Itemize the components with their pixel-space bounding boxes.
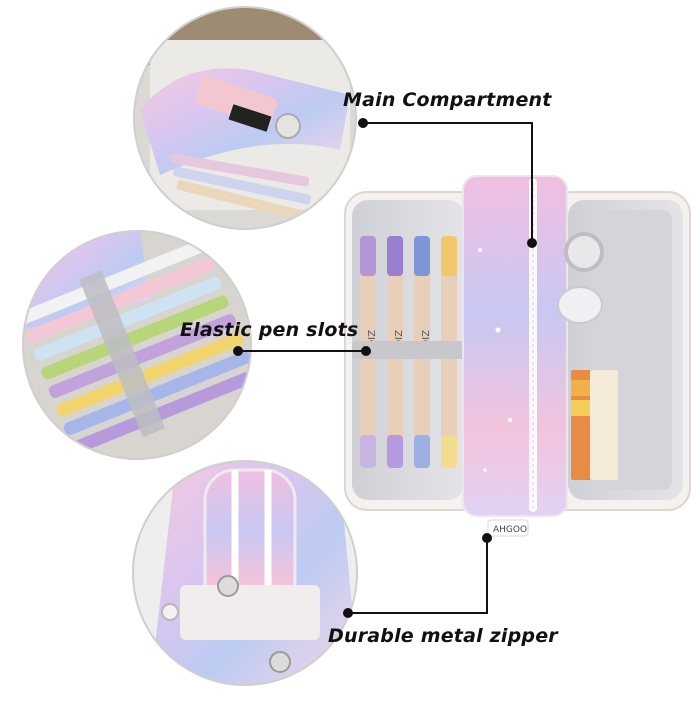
center-flap	[462, 175, 568, 517]
callout-pointers	[233, 118, 537, 618]
detail-metal-zipper	[132, 460, 358, 686]
pointer-dot-icon	[343, 608, 353, 618]
zipper-tag-label: AHGOO	[493, 525, 527, 535]
scissors	[564, 232, 604, 272]
svg-text:ZIG: ZIG	[365, 330, 376, 348]
detail-main-compartment	[133, 6, 357, 230]
callout-elastic-pen-slots: Elastic pen slots	[180, 319, 359, 341]
detail-elastic-slots	[22, 230, 252, 460]
svg-text:ZIG: ZIG	[392, 330, 403, 348]
callout-main-compartment: Main Compartment	[343, 89, 552, 111]
pointer-dot-icon	[361, 346, 371, 356]
pointer-dot-icon	[527, 238, 537, 248]
svg-text:ZIG: ZIG	[419, 330, 430, 348]
callout-metal-zipper: Durable metal zipper	[328, 625, 558, 647]
pencil-case-open: ZIG ZIG ZIG AHGOO	[344, 175, 691, 537]
elastic-band	[352, 341, 464, 359]
